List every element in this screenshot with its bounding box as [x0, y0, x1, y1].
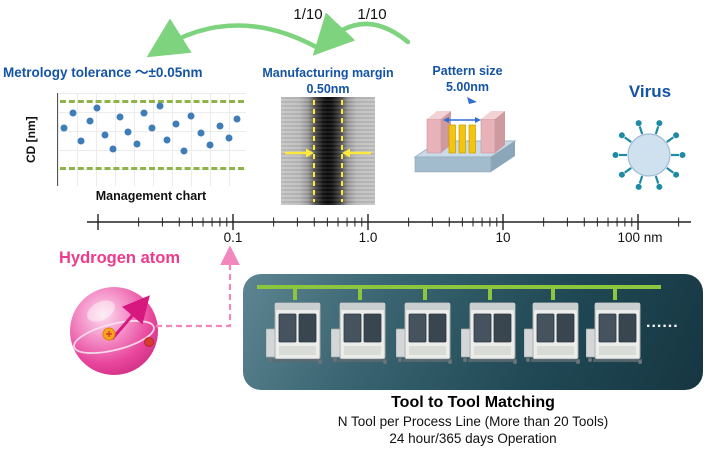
- process-tool-icon: [330, 302, 387, 364]
- chart-point: [197, 129, 205, 137]
- chart-point: [133, 140, 141, 148]
- ratio-label-left: 1/10: [293, 6, 323, 23]
- pattern-heading: Pattern size 5.00nm: [405, 64, 530, 95]
- chart-point: [206, 141, 214, 149]
- chart-point: [93, 104, 101, 112]
- chart-point: [156, 102, 164, 110]
- bus-drop-line: [423, 287, 427, 300]
- process-tool-icon: [585, 302, 642, 364]
- bus-drop-line: [293, 287, 297, 300]
- chart-point: [180, 147, 188, 155]
- axis-tick-label-100nm: 100 nm: [617, 230, 663, 245]
- bus-drop-line: [551, 287, 555, 300]
- chart-point: [77, 137, 85, 145]
- axis-tick-label-1-0: 1.0: [358, 230, 378, 245]
- pattern-value: 5.00nm: [445, 79, 490, 94]
- chart-point: [69, 109, 77, 117]
- management-chart: [57, 93, 246, 186]
- process-tool-icon: [460, 302, 517, 364]
- reduction-arrows-icon: [146, 12, 411, 58]
- chart-point: [86, 117, 94, 125]
- manufacturing-title: Manufacturing margin: [262, 66, 394, 80]
- upper-control-limit-line: [59, 100, 245, 104]
- more-tools-ellipsis: ......: [646, 314, 679, 331]
- axis-tick-label-10: 10: [495, 230, 511, 245]
- metrology-title: Metrology tolerance 〜±0.05nm: [3, 65, 203, 80]
- process-tool-icon: [265, 302, 322, 364]
- hydrogen-pointer-arrow: [156, 245, 240, 328]
- caption-line1: N Tool per Process Line (More than 20 To…: [337, 414, 609, 429]
- sem-image: [281, 97, 375, 205]
- bus-drop-line: [358, 287, 362, 300]
- virus-icon: [612, 120, 686, 190]
- manufacturing-heading: Manufacturing margin 0.50nm: [252, 66, 404, 97]
- sem-measurement-annotations: [285, 100, 371, 202]
- chart-point: [124, 128, 132, 136]
- chart-y-axis-label: CD [nm]: [24, 116, 38, 164]
- chart-point: [140, 109, 148, 117]
- process-tool: [330, 299, 389, 367]
- process-tool: [395, 299, 454, 367]
- bus-drop-line: [613, 287, 617, 300]
- chart-caption: Management chart: [95, 189, 207, 203]
- caption-block: Tool to Tool Matching N Tool per Process…: [245, 394, 701, 446]
- chart-point: [187, 112, 195, 120]
- chart-point: [116, 113, 124, 121]
- process-tool: [265, 299, 324, 367]
- process-tool: [585, 299, 644, 367]
- process-tool-icon: [395, 302, 452, 364]
- pattern-3d-illustration: [413, 97, 517, 173]
- chart-point: [60, 124, 68, 132]
- axis-tick-label-0-1: 0.1: [223, 230, 243, 245]
- manufacturing-value: 0.50nm: [306, 81, 350, 96]
- process-tool: [460, 299, 519, 367]
- pattern-title: Pattern size: [432, 64, 503, 78]
- virus-label: Virus: [628, 82, 672, 101]
- chart-point: [101, 131, 109, 139]
- chart-point: [148, 124, 156, 132]
- chart-point: [172, 120, 180, 128]
- hydrogen-label: Hydrogen atom: [58, 249, 180, 267]
- chart-point: [216, 122, 224, 130]
- chart-point: [163, 136, 171, 143]
- tools-row: [243, 274, 703, 390]
- chart-point: [109, 145, 117, 153]
- utility-bus-line: [257, 285, 661, 289]
- process-tool-icon: [523, 302, 580, 364]
- caption-line2: 24 hour/365 days Operation: [389, 431, 557, 446]
- process-tool: [523, 299, 582, 367]
- lower-control-limit-line: [59, 167, 245, 171]
- hydrogen-atom-illustration: [70, 287, 158, 375]
- bus-drop-line: [488, 287, 492, 300]
- scale-axis: [87, 214, 691, 230]
- chart-point: [225, 134, 233, 142]
- tool-line-panel: ......: [243, 274, 703, 390]
- chart-point: [233, 115, 241, 123]
- caption-title: Tool to Tool Matching: [391, 394, 555, 411]
- ratio-label-right: 1/10: [357, 6, 387, 23]
